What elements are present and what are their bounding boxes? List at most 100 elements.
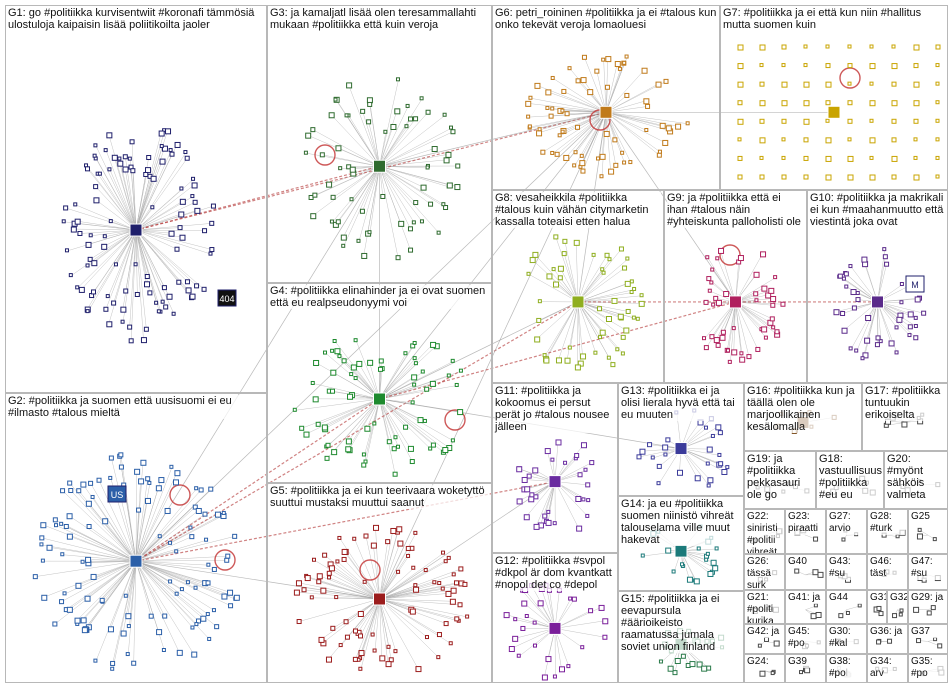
node xyxy=(663,78,669,84)
cluster-label: G37 xyxy=(911,626,945,638)
cluster-g5: G5: #politiikka ja ei kun teerivaara wok… xyxy=(267,483,492,683)
node xyxy=(696,546,701,551)
node xyxy=(403,424,409,430)
node xyxy=(328,112,335,119)
node xyxy=(356,360,363,367)
cluster-g2: G2: #politiikka ja suomen että uusisuomi… xyxy=(5,393,267,683)
node xyxy=(715,256,720,261)
node xyxy=(208,251,213,256)
node xyxy=(774,329,780,335)
node xyxy=(188,525,193,530)
node xyxy=(562,238,568,244)
node xyxy=(159,158,166,165)
node xyxy=(574,453,580,459)
node xyxy=(898,612,903,617)
node xyxy=(663,452,668,457)
node xyxy=(773,275,778,280)
node xyxy=(913,155,918,160)
node xyxy=(635,316,640,321)
node xyxy=(183,150,188,155)
node xyxy=(913,174,920,181)
node xyxy=(120,319,125,324)
node xyxy=(847,174,854,181)
node xyxy=(520,625,526,631)
node xyxy=(650,455,655,460)
node xyxy=(628,160,633,165)
node xyxy=(393,435,398,440)
cluster-label: G25 xyxy=(911,511,945,523)
node xyxy=(601,57,606,62)
node xyxy=(705,255,710,260)
node xyxy=(358,666,363,671)
node xyxy=(178,211,185,218)
node xyxy=(550,106,555,111)
node xyxy=(80,559,85,564)
node xyxy=(145,476,151,482)
inter-cluster-edge xyxy=(379,301,736,400)
cluster-g46: G46: täst xyxy=(867,554,908,590)
node xyxy=(409,459,415,465)
cluster-label: G3: ja kamaljatl lisää olen teresammalla… xyxy=(270,7,489,31)
node xyxy=(561,88,567,94)
node xyxy=(164,507,171,514)
node xyxy=(194,622,199,627)
cluster-label: G18: vastuullisuus #politiikka #eu eu xyxy=(819,453,882,501)
node xyxy=(525,100,532,107)
node xyxy=(386,439,392,445)
node xyxy=(537,127,542,132)
node xyxy=(93,143,98,148)
node xyxy=(516,653,521,658)
node xyxy=(202,511,208,517)
node xyxy=(613,162,619,168)
node xyxy=(390,123,397,130)
inter-cluster-edge xyxy=(135,112,607,562)
self-loop xyxy=(314,144,336,166)
node xyxy=(803,155,809,161)
node xyxy=(580,77,587,84)
node xyxy=(892,613,898,619)
node xyxy=(781,174,787,180)
cluster-label: G10: #politiikka ja makrikali ei kun #ma… xyxy=(810,192,945,228)
node xyxy=(869,100,876,107)
node xyxy=(845,610,850,615)
node xyxy=(70,226,77,233)
node xyxy=(221,510,226,515)
node xyxy=(92,153,97,158)
node xyxy=(524,486,531,493)
node xyxy=(179,587,184,592)
node xyxy=(560,108,565,113)
node xyxy=(884,261,890,267)
node xyxy=(606,355,611,360)
node xyxy=(398,220,405,227)
cluster-g13: G13: #politiikka ei ja olisi lierala hyv… xyxy=(618,383,744,496)
node xyxy=(315,421,321,427)
node xyxy=(150,175,157,182)
cluster-label: G38: #po xyxy=(829,656,864,680)
node xyxy=(899,300,904,305)
node xyxy=(640,553,645,558)
node xyxy=(102,234,107,239)
cluster-label: G36: ja xyxy=(870,626,905,638)
node xyxy=(605,56,612,63)
node xyxy=(620,351,625,356)
hub-node xyxy=(129,223,143,237)
node xyxy=(761,326,768,333)
cluster-label: G27: arvio xyxy=(829,511,864,535)
node xyxy=(413,586,420,593)
node xyxy=(357,610,364,617)
hub-node xyxy=(129,554,143,568)
node xyxy=(710,267,715,272)
node xyxy=(536,317,542,323)
node xyxy=(875,335,881,341)
node xyxy=(552,674,557,679)
cluster-label: G20: #myönt sähköis valmeta xyxy=(887,453,945,501)
node xyxy=(122,166,129,173)
node xyxy=(90,494,95,499)
node xyxy=(545,656,552,663)
node xyxy=(364,425,371,432)
node xyxy=(408,247,414,253)
cluster-g20: G20: #myönt sähköis valmeta xyxy=(884,451,948,509)
node xyxy=(425,165,430,170)
node xyxy=(77,230,83,236)
